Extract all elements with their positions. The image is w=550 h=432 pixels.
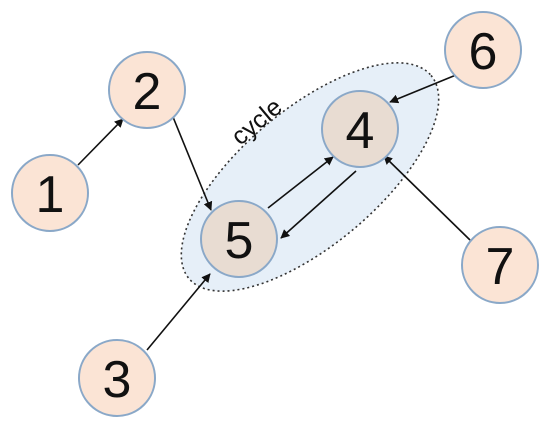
node-4: 4 [321, 90, 399, 168]
node-1: 1 [11, 154, 89, 232]
edge-layer [77, 74, 471, 351]
node-7-label: 7 [486, 238, 515, 296]
node-4-label: 4 [346, 102, 375, 160]
edge-5-to-4 [267, 156, 334, 209]
edge-6-to-4 [389, 74, 457, 104]
node-6: 6 [444, 11, 522, 89]
edge-1-to-2 [77, 118, 124, 166]
edge-7-to-4 [383, 155, 471, 241]
node-5-label: 5 [225, 212, 254, 270]
edge-4-to-5 [280, 170, 357, 239]
node-6-label: 6 [469, 23, 498, 81]
node-1-label: 1 [36, 166, 65, 224]
node-3: 3 [78, 339, 156, 417]
node-7: 7 [461, 226, 539, 304]
cycle-region [180, 62, 440, 292]
node-3-label: 3 [103, 351, 132, 409]
edge-2-to-5 [172, 116, 213, 211]
edge-3-to-5 [146, 273, 211, 351]
node-5: 5 [200, 200, 278, 278]
node-2: 2 [108, 51, 186, 129]
node-2-label: 2 [133, 63, 162, 121]
